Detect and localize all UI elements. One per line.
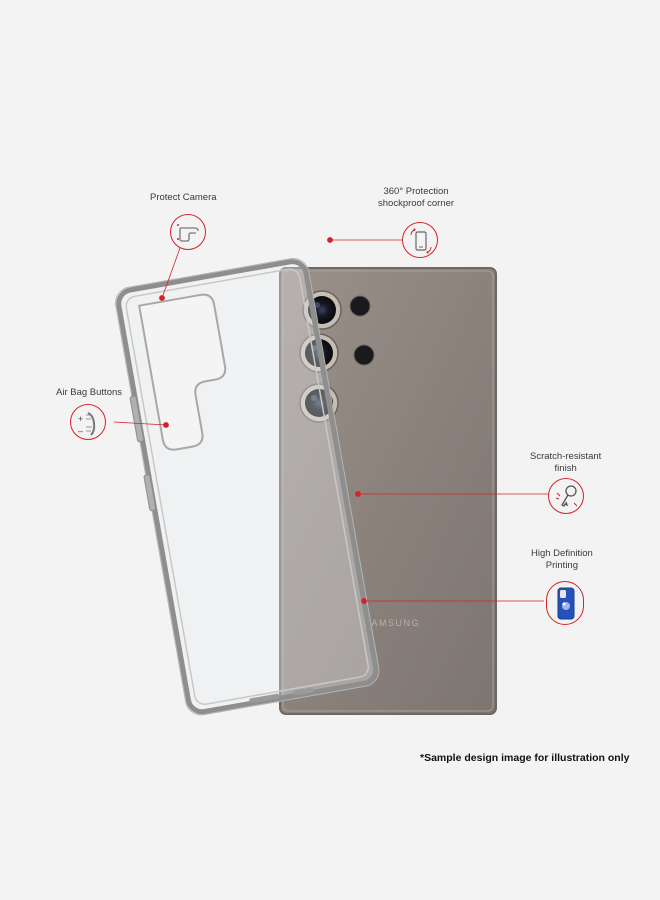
callout-protect-camera-label: Protect Camera — [150, 192, 217, 203]
callout-corner-line2: shockproof corner — [378, 198, 455, 209]
case-camera-cutout — [138, 293, 227, 451]
callout-corner-label: 360° Protection shockproof corner — [378, 186, 454, 210]
callout-scratch-line1: Scratch-resistant — [530, 451, 602, 462]
callout-scratch-label: Scratch-resistant finish — [530, 451, 601, 475]
phone-brand: SAMSUNG — [364, 618, 420, 628]
svg-text:–: – — [78, 426, 83, 436]
case-side-button-2 — [143, 474, 157, 512]
callout-air-bag-label: Air Bag Buttons — [56, 387, 123, 398]
callout-hd-line2: Printing — [545, 560, 578, 571]
callout-lines — [113, 237, 548, 604]
printed-case-icon — [546, 581, 584, 625]
clear-case — [115, 257, 380, 716]
sample-image-footnote: *Sample design image for illustration on… — [420, 752, 630, 764]
camera-cutout-icon — [170, 214, 206, 250]
callout-scratch-line2: finish — [554, 463, 577, 474]
side-button-icon: + – — [70, 404, 106, 440]
case-side-button — [129, 395, 144, 443]
callout-hd-label: High Definition Printing — [531, 548, 593, 572]
scratch-key-icon — [548, 478, 584, 514]
callout-hd-line1: High Definition — [531, 548, 593, 559]
rotate-phone-icon — [402, 222, 438, 258]
callout-corner-line1: 360° Protection — [383, 186, 449, 197]
svg-text:+: + — [78, 414, 83, 424]
